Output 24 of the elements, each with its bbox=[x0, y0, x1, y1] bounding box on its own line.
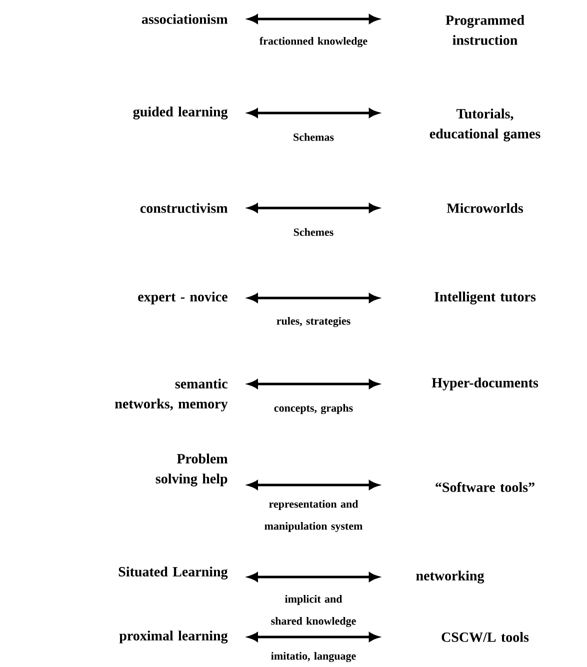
concept-text: Problem solving help bbox=[156, 454, 228, 486]
edge-label: concepts, graphs bbox=[274, 404, 353, 414]
concept-text: Situated Learning bbox=[118, 566, 228, 580]
concept-text: proximal learning bbox=[119, 630, 228, 644]
concept-text: guided learning bbox=[133, 106, 228, 120]
concept-text: constructivism bbox=[140, 203, 228, 213]
tool-text: Microworlds bbox=[446, 203, 524, 213]
concept-text: associationism bbox=[142, 14, 228, 24]
edge-label: representation and manipulation system bbox=[264, 500, 362, 532]
tool-text: CSCW/L tools bbox=[442, 632, 529, 642]
edge-label: Schemes bbox=[294, 228, 334, 236]
tool-text: Hyper-documents bbox=[432, 378, 538, 390]
edge-label: fractionned knowledge bbox=[260, 36, 368, 48]
edge-label: rules, strategies bbox=[276, 316, 350, 328]
edge-label: implicit and shared knowledge bbox=[271, 595, 356, 628]
concept-text: expert - novice bbox=[138, 292, 228, 304]
tool-text: Programmed instruction bbox=[446, 15, 524, 45]
edge-label: Schemas bbox=[294, 133, 334, 141]
concept-text: semantic networks, memory bbox=[115, 378, 228, 412]
tool-text: Tutorials, educational games bbox=[430, 108, 540, 142]
tool-text: “Software tools” bbox=[436, 482, 534, 492]
tool-text: Intelligent tutors bbox=[434, 292, 536, 304]
tool-text: networking bbox=[416, 570, 484, 584]
edge-label: imitatio, language bbox=[271, 652, 356, 662]
